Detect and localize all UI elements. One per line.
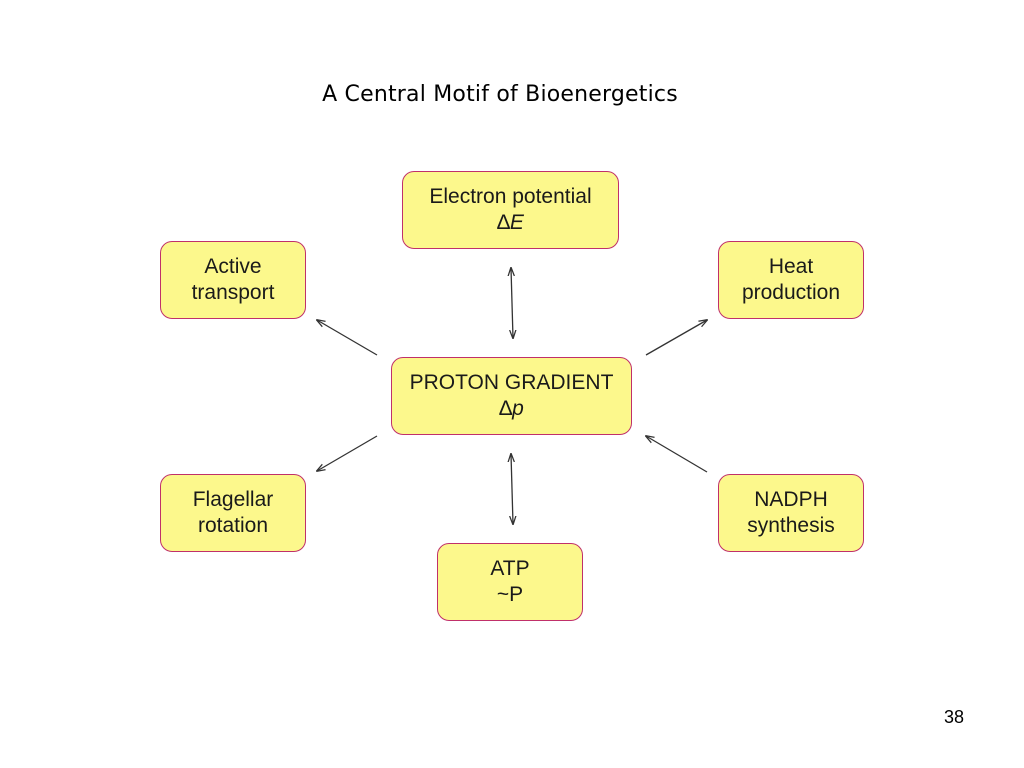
node-proton-gradient-symbol: ∆p (499, 396, 524, 422)
slide-title: A Central Motif of Bioenergetics (322, 82, 678, 107)
node-heat-production-line2: production (741, 281, 841, 304)
node-active-transport-line1: Active (204, 255, 262, 278)
node-nadph-synthesis-line1: NADPH (754, 488, 828, 511)
node-electron-potential-label: Electron potential (429, 185, 592, 208)
node-flagellar-rotation-line1: Flagellar (192, 488, 274, 511)
node-electron-potential: Electron potential ∆E (402, 171, 619, 249)
arrow-to-heat-production (645, 320, 707, 356)
node-flagellar-rotation: Flagellar rotation (160, 474, 306, 552)
arrow-from-nadph-synthesis (646, 436, 708, 473)
node-active-transport-line2: transport (191, 281, 275, 304)
node-heat-production-line1: Heat (768, 255, 814, 278)
delta-symbol: ∆ (499, 397, 513, 420)
arrow-to-active-transport (317, 320, 378, 356)
arrow-proton-atp (511, 454, 513, 524)
node-atp-line2: ~P (496, 583, 524, 606)
arrow-electron-proton (511, 268, 513, 338)
node-atp: ATP ~P (437, 543, 583, 621)
node-electron-potential-symbol: ∆E (497, 210, 524, 236)
node-proton-gradient: PROTON GRADIENT ∆p (391, 357, 632, 435)
node-active-transport: Active transport (160, 241, 306, 319)
page-number: 38 (943, 707, 964, 727)
proton-gradient-variable: p (512, 397, 524, 420)
electron-potential-variable: E (509, 211, 524, 234)
node-proton-gradient-label: PROTON GRADIENT (409, 371, 614, 394)
node-nadph-synthesis-line2: synthesis (747, 514, 835, 537)
arrow-to-flagellar-rotation (317, 435, 378, 471)
node-heat-production: Heat production (718, 241, 864, 319)
node-flagellar-rotation-line2: rotation (197, 514, 269, 537)
delta-symbol: ∆ (497, 211, 510, 234)
node-atp-line1: ATP (490, 557, 530, 580)
node-nadph-synthesis: NADPH synthesis (718, 474, 864, 552)
